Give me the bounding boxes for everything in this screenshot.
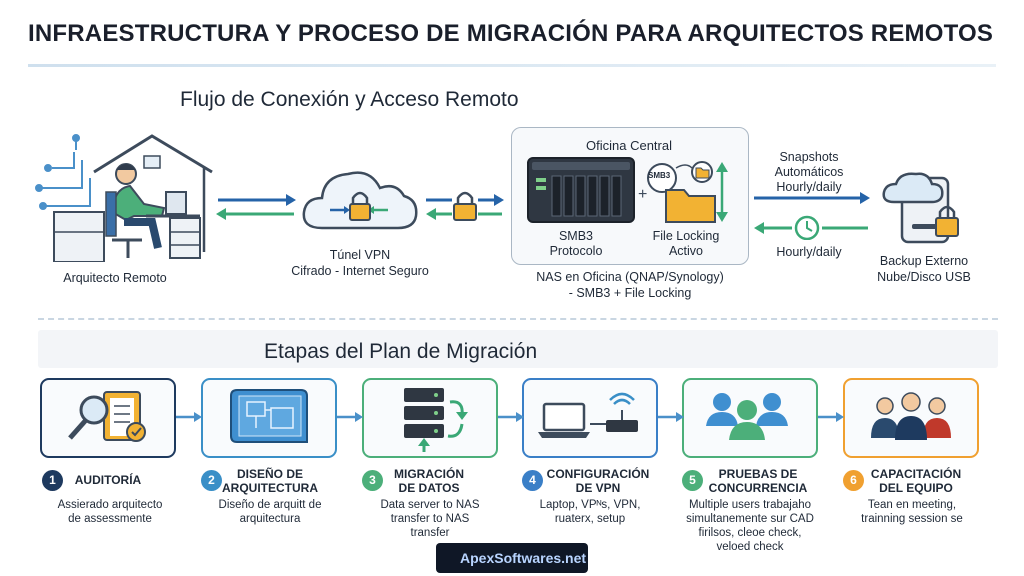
step-arrow-2 xyxy=(337,412,363,422)
step-card-vpn xyxy=(522,378,658,458)
locking-label-line2: Activo xyxy=(668,244,704,258)
step-arrow-5 xyxy=(818,412,844,422)
vpn-label-line2: Cifrado - Internet Seguro xyxy=(291,264,429,278)
step-4-number: 4 xyxy=(522,470,543,491)
migration-heading-band xyxy=(38,330,998,368)
step-card-migracion xyxy=(362,378,498,458)
step-4-title-line2: DE VPN xyxy=(575,481,621,495)
vpn-office-arrows xyxy=(426,191,504,222)
section-divider xyxy=(38,318,998,320)
step-5-desc-line1: Multiple users trabajaho xyxy=(688,499,812,511)
step-6-desc-line2: trainning session se xyxy=(861,513,963,525)
folder-icon xyxy=(647,161,728,223)
team-icon xyxy=(871,392,951,440)
server-sync-icon xyxy=(404,388,468,452)
step-5-desc-line2: simultanemente sur CAD xyxy=(686,513,814,525)
step-4-desc-line1: Laptop, VPᴺs, VPN, xyxy=(539,499,641,511)
step-1-title: AUDITORÍA xyxy=(74,473,142,487)
step-6-title-line2: DEL EQUIPO xyxy=(879,481,953,495)
step-3-desc-line2: transfer to NAS xyxy=(390,513,470,525)
step-3-desc-line1: Data server to NAS xyxy=(380,499,480,511)
step-card-auditoria xyxy=(40,378,176,458)
step-4-title-line1: CONFIGURACIÓN xyxy=(546,467,650,481)
page-title: INFRAESTRUCTURA Y PROCESO DE MIGRACIÓN P… xyxy=(28,20,994,47)
step-5-title-line1: PRUEBAS DE xyxy=(718,467,798,481)
cloud-backup-icon xyxy=(882,172,959,244)
nas-label-line1: NAS en Oficina (QNAP/Synology) xyxy=(536,270,724,284)
migration-heading: Etapas del Plan de Migración xyxy=(264,340,538,363)
hourly-label: Hourly/daily xyxy=(776,245,842,259)
backup-label-line1: Backup Externo xyxy=(879,254,969,268)
step-1-desc-line2: de assessmente xyxy=(68,513,152,525)
step-5-desc-line4: veloed check xyxy=(716,541,784,553)
step-2-number: 2 xyxy=(201,470,222,491)
step-2-desc-line2: arquitectura xyxy=(239,513,301,525)
office-title: Oficina Central xyxy=(586,138,672,153)
smb3-badge: SMB3 xyxy=(648,171,671,180)
snapshots-line3: Hourly/daily xyxy=(776,180,842,194)
architect-vpn-arrows xyxy=(216,194,296,220)
users-group-icon xyxy=(706,393,788,440)
step-3-title-line1: MIGRACIÓN xyxy=(394,467,464,481)
step-4-desc-line2: ruaterx, setup xyxy=(554,513,626,525)
clock-icon xyxy=(794,215,820,240)
step-card-pruebas xyxy=(682,378,818,458)
step-arrow-3 xyxy=(498,412,524,422)
architect-label: Arquitecto Remoto xyxy=(63,271,167,285)
step-6-number: 6 xyxy=(843,470,864,491)
flow-heading: Flujo de Conexión y Acceso Remoto xyxy=(180,88,519,111)
step-5-desc-line3: firilsos, cleoe check, xyxy=(698,527,802,539)
step-6-title-line1: CAPACITACIÓN xyxy=(870,467,962,481)
smb3-label-line1: SMB3 xyxy=(558,229,594,243)
step-3-title-line2: DE DATOS xyxy=(398,481,460,495)
locking-label-line1: File Locking xyxy=(652,229,720,243)
step-arrow-1 xyxy=(176,412,202,422)
vpn-label-line1: Túnel VPN xyxy=(329,248,391,262)
blueprint-icon xyxy=(230,389,308,443)
step-2-title-line1: DISEÑO DE xyxy=(236,467,303,481)
nas-device-icon xyxy=(527,157,635,223)
cloud-lock-icon xyxy=(302,171,418,230)
step-5-title-line2: CONCURRENCIA xyxy=(708,481,808,495)
step-1-number: 1 xyxy=(42,470,63,491)
snapshots-line2: Automáticos xyxy=(774,165,844,179)
step-3-number: 3 xyxy=(362,470,383,491)
magnifier-icon xyxy=(68,391,146,442)
snapshots-line1: Snapshots xyxy=(779,150,839,164)
step-2-desc-line1: Diseño de arquitt de xyxy=(218,499,322,511)
laptop-router-icon xyxy=(538,392,638,438)
step-1-desc-line1: Assierado arquitecto xyxy=(57,499,163,511)
step-5-number: 5 xyxy=(682,470,703,491)
smb3-label-line2: Protocolo xyxy=(549,244,603,258)
step-card-diseno xyxy=(201,378,337,458)
house-icon xyxy=(93,134,213,252)
plus-sign: + xyxy=(638,186,648,203)
step-3-desc-line3: transfer xyxy=(410,527,450,539)
watermark-text: ApexSoftwares.net xyxy=(460,550,587,566)
step-card-capacitacion xyxy=(843,378,979,458)
step-6-desc-line1: Tean en meeting, xyxy=(867,499,957,511)
padlock-icon xyxy=(452,191,478,222)
architect-icon xyxy=(35,134,213,262)
backup-arrows xyxy=(754,192,870,240)
title-underline xyxy=(28,64,996,67)
backup-label-line2: Nube/Disco USB xyxy=(877,270,971,284)
watermark-badge xyxy=(436,543,588,573)
step-arrow-4 xyxy=(658,412,684,422)
nas-label-line2: - SMB3 + File Locking xyxy=(568,286,692,300)
step-2-title-line2: ARQUITECTURA xyxy=(222,481,318,495)
